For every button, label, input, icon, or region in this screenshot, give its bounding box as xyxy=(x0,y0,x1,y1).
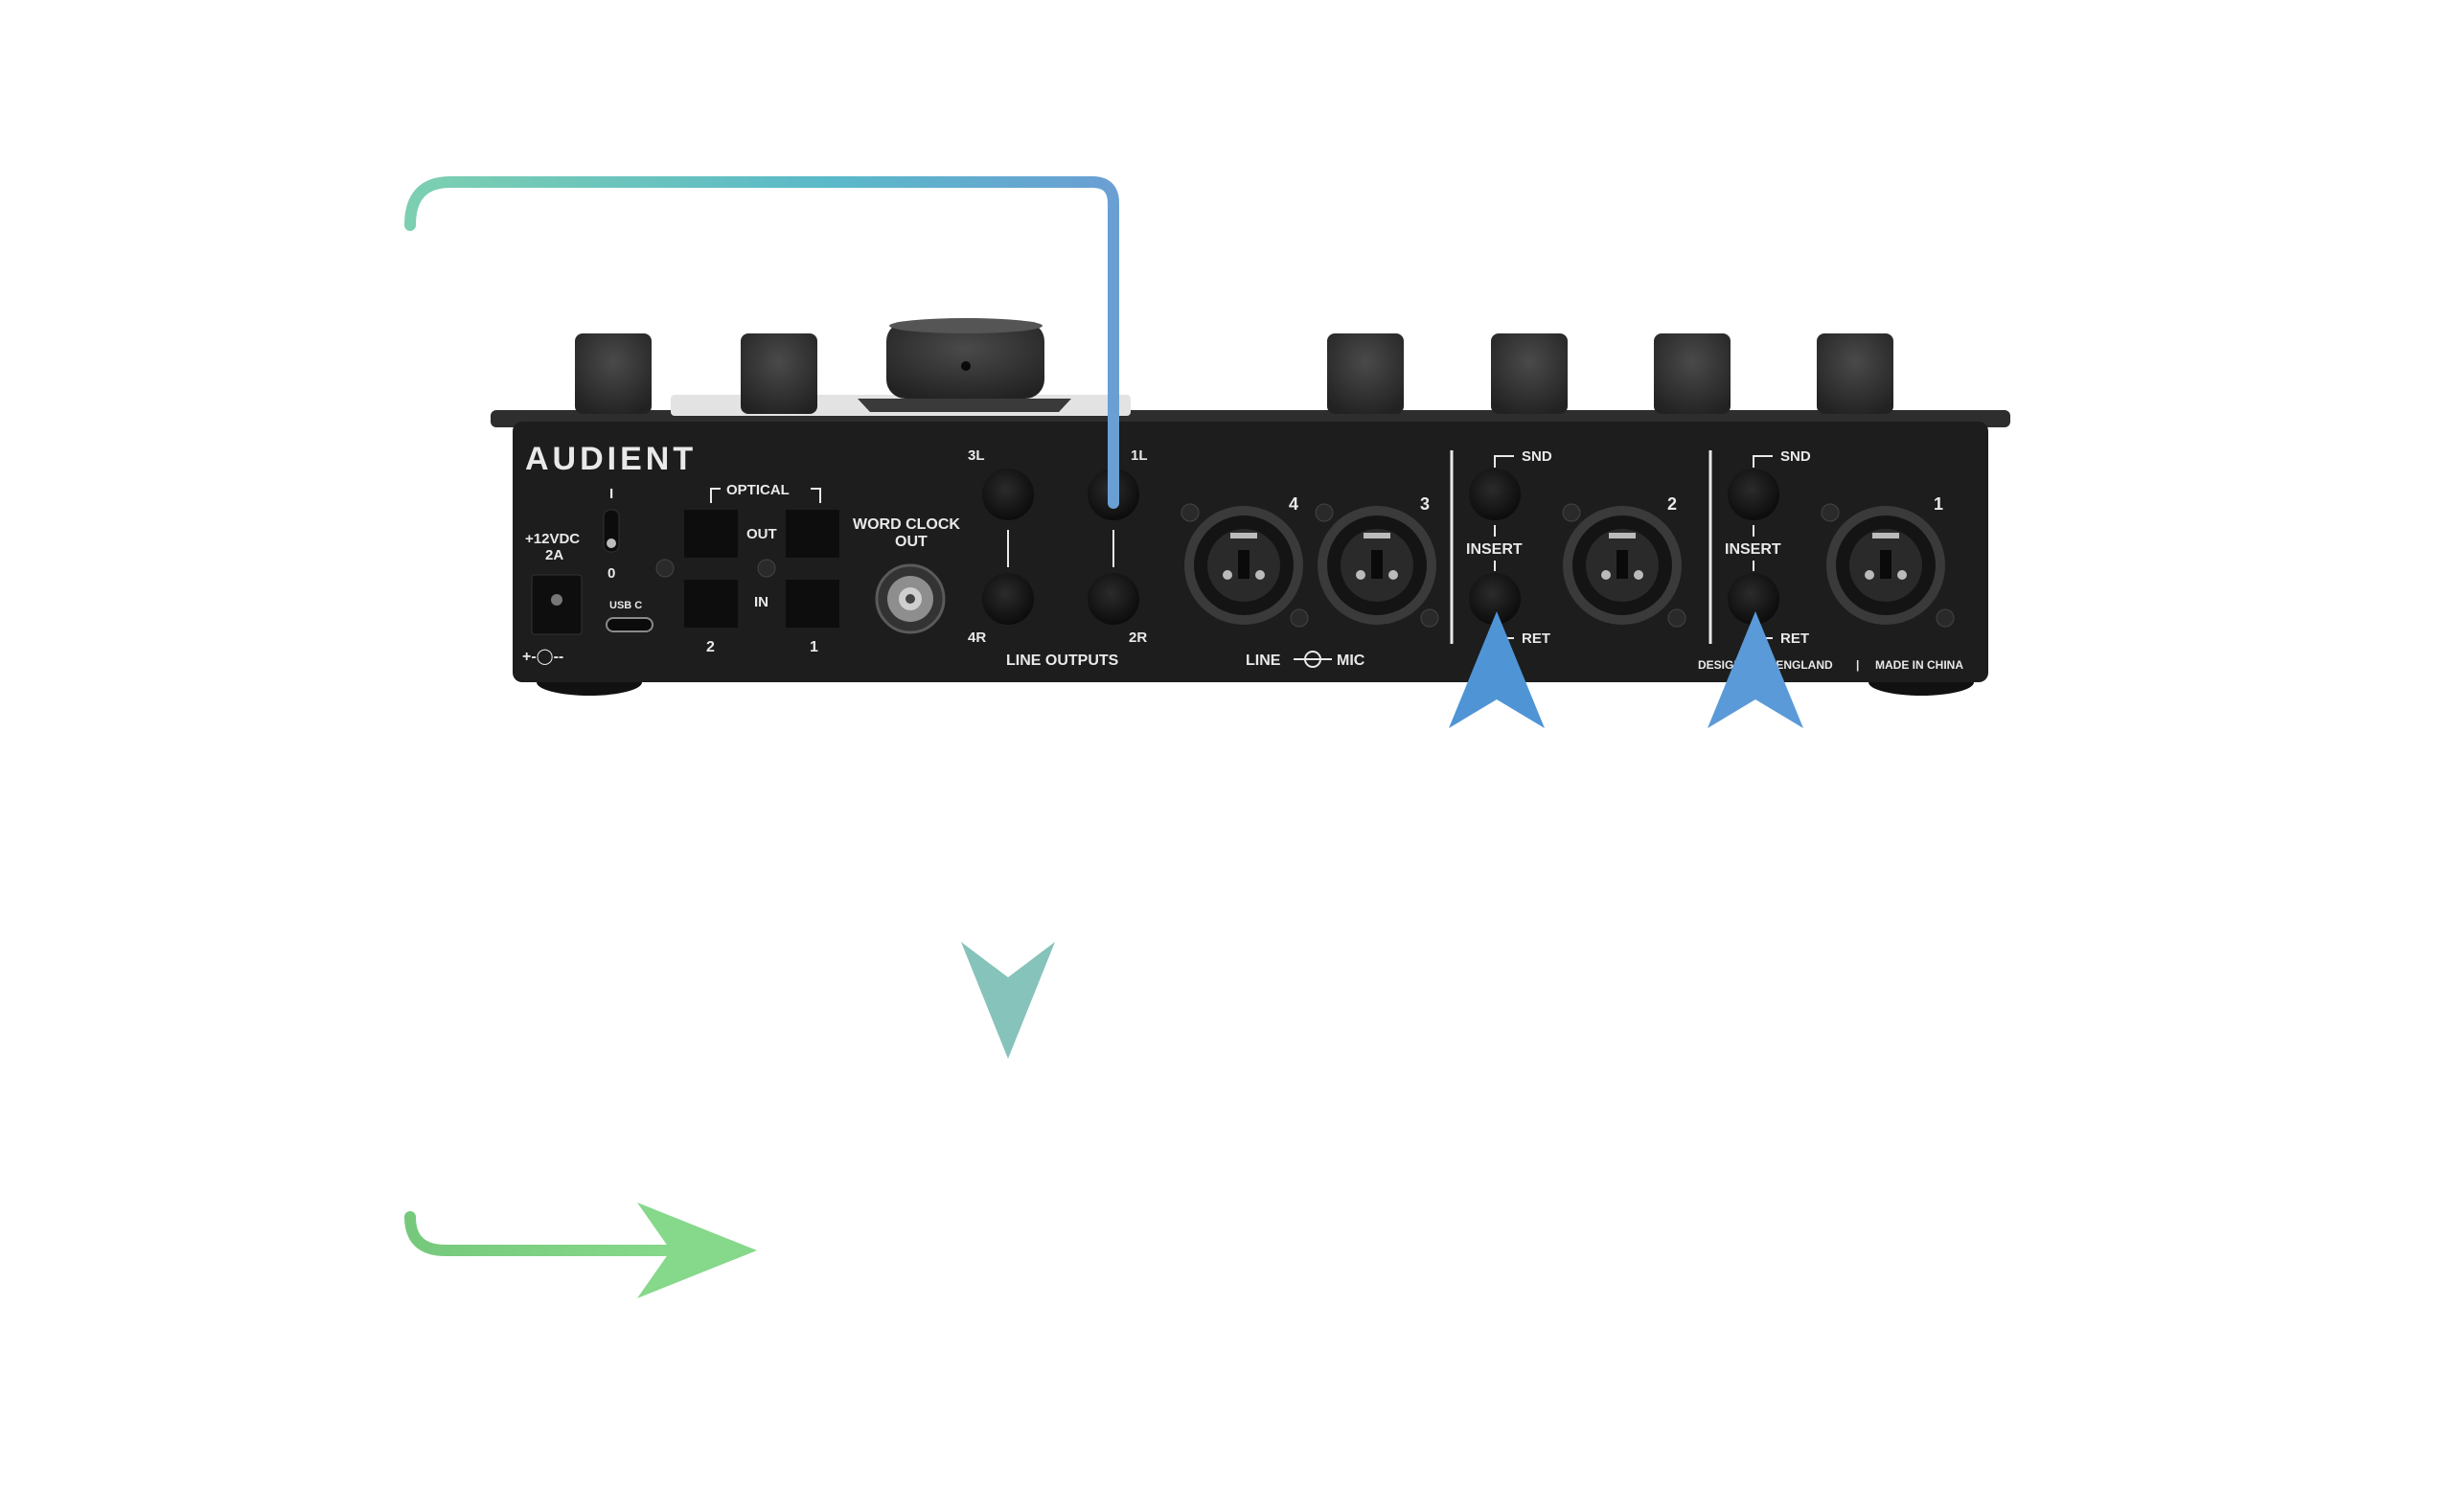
usb-c-icon xyxy=(606,617,653,632)
svg-text:+-◯--: +-◯-- xyxy=(522,649,563,665)
xlr-combo-icon[interactable] xyxy=(1184,506,1303,625)
trs-jack-icon[interactable] xyxy=(1728,573,1779,625)
combo-input-1: 1 xyxy=(1821,494,1955,628)
svg-text:2: 2 xyxy=(706,639,715,655)
loop-cable xyxy=(404,176,1119,1256)
toslink-port-icon[interactable] xyxy=(684,510,738,558)
svg-text:INSERT: INSERT xyxy=(1725,541,1781,558)
svg-text:2A: 2A xyxy=(545,547,563,563)
brand-logo: AUDIENT xyxy=(525,441,697,477)
svg-text:LINE: LINE xyxy=(1246,653,1281,669)
power-switch[interactable]: I 0 xyxy=(603,486,620,582)
svg-text:2R: 2R xyxy=(1129,630,1147,646)
svg-text:OPTICAL: OPTICAL xyxy=(726,482,790,498)
xlr-combo-icon[interactable] xyxy=(1826,506,1945,625)
toslink-port-icon[interactable] xyxy=(684,580,738,628)
usb-c-port[interactable]: USB C xyxy=(606,600,653,632)
svg-text:IN: IN xyxy=(754,594,768,610)
svg-text:1L: 1L xyxy=(1131,447,1148,464)
svg-text:RET: RET xyxy=(1780,630,1809,647)
svg-text:RET: RET xyxy=(1522,630,1550,647)
svg-text:+12VDC: +12VDC xyxy=(525,531,580,547)
combo-input-2: 2 xyxy=(1562,494,1686,628)
return-up-arrow-ch1 xyxy=(1708,611,1803,1059)
trs-jack-icon[interactable] xyxy=(1088,573,1139,625)
svg-text:3: 3 xyxy=(1420,494,1430,514)
svg-text:MIC: MIC xyxy=(1337,653,1365,669)
svg-text:OUT: OUT xyxy=(895,534,928,550)
toslink-port-icon[interactable] xyxy=(786,580,839,628)
xlr-combo-icon[interactable] xyxy=(1563,506,1682,625)
return-up-arrow-ch2 xyxy=(1449,611,1545,1059)
svg-text:3L: 3L xyxy=(968,447,985,464)
output-down-arrow xyxy=(961,599,1055,1059)
optical-section: OPTICAL OUT IN 2 1 xyxy=(655,482,839,655)
svg-text:LINE OUTPUTS: LINE OUTPUTS xyxy=(1006,653,1119,669)
svg-text:|: | xyxy=(1856,658,1859,672)
combo-inputs-3-4: 4 3 LINE MIC xyxy=(1181,494,1439,669)
made-in-label: MADE IN CHINA xyxy=(1875,658,1963,672)
svg-text:4R: 4R xyxy=(968,630,986,646)
svg-text:OUT: OUT xyxy=(746,526,777,542)
audio-interface-rear: AUDIENT +12VDC 2A +-◯-- I 0 USB C OPTICA… xyxy=(491,318,2010,696)
svg-text:2: 2 xyxy=(1667,494,1677,514)
svg-text:SND: SND xyxy=(1522,448,1552,465)
svg-text:4: 4 xyxy=(1289,494,1298,514)
toslink-port-icon[interactable] xyxy=(786,510,839,558)
svg-text:WORD CLOCK: WORD CLOCK xyxy=(853,516,960,533)
trs-jack-icon[interactable] xyxy=(1469,573,1521,625)
svg-text:1: 1 xyxy=(810,639,818,655)
svg-text:I: I xyxy=(609,486,613,502)
trs-jack-icon[interactable] xyxy=(982,469,1034,520)
trs-jack-icon[interactable] xyxy=(1469,469,1521,520)
word-clock-section: WORD CLOCK OUT xyxy=(853,516,960,634)
svg-text:0: 0 xyxy=(608,565,615,582)
svg-text:1: 1 xyxy=(1934,494,1943,514)
power-section: +12VDC 2A +-◯-- xyxy=(522,531,583,665)
svg-text:INSERT: INSERT xyxy=(1466,541,1523,558)
arrow-up-icon xyxy=(1449,611,1545,728)
knob-row xyxy=(575,318,1893,414)
arrow-down-icon xyxy=(961,942,1055,1059)
arrow-up-icon xyxy=(1708,611,1803,728)
trs-jack-icon[interactable] xyxy=(1728,469,1779,520)
insert-section-ch1: SND INSERT RET xyxy=(1725,448,1811,647)
xlr-combo-icon[interactable] xyxy=(1318,506,1436,625)
arrow-right-icon xyxy=(637,1203,757,1298)
svg-text:USB C: USB C xyxy=(609,600,642,611)
svg-text:SND: SND xyxy=(1780,448,1811,465)
